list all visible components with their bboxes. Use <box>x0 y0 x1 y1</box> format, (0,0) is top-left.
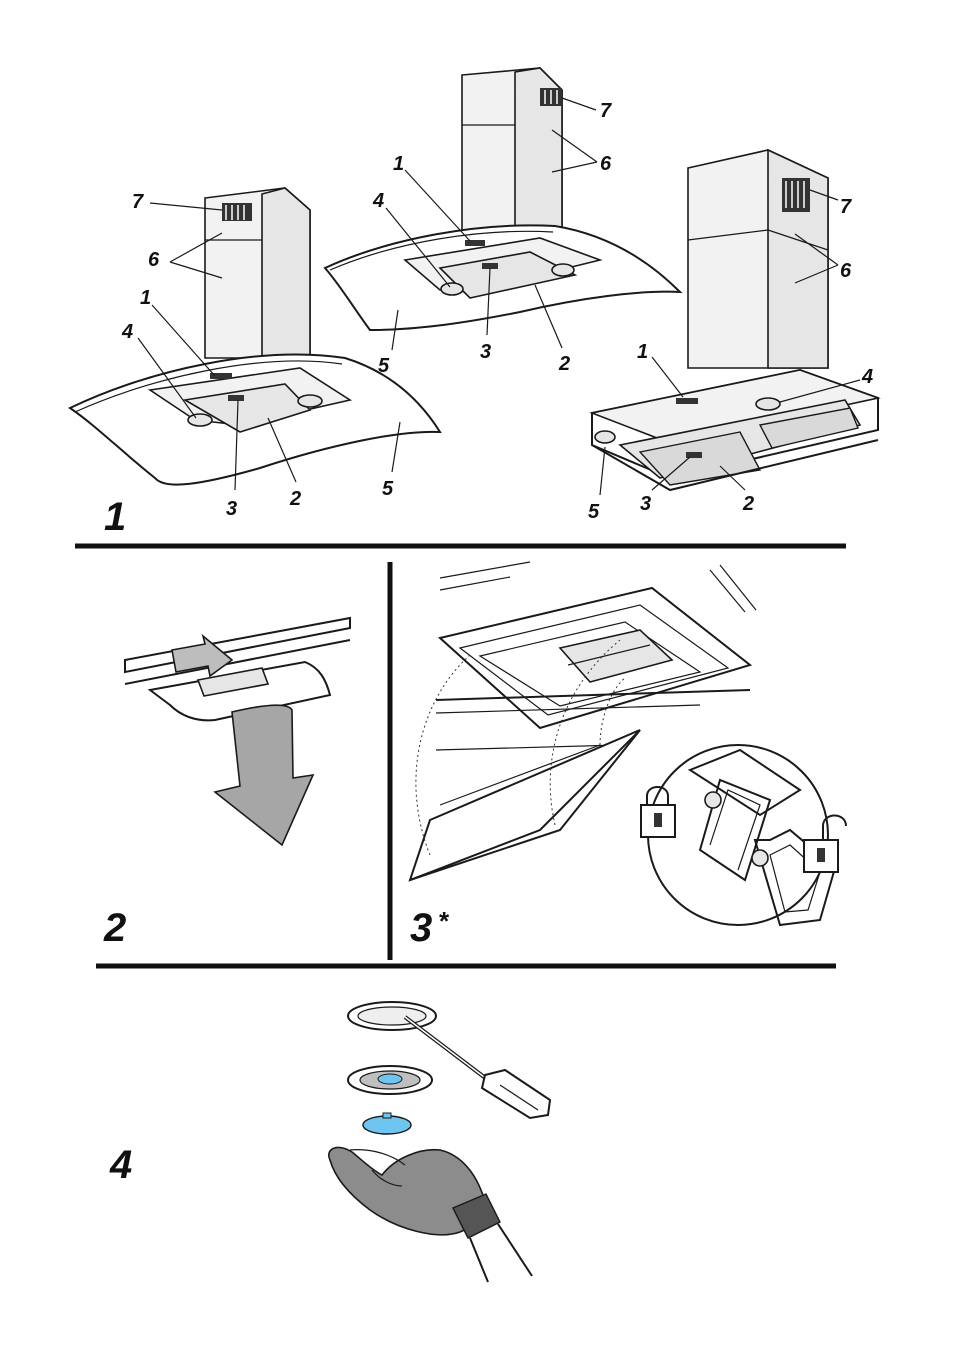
figure-number-2: 2 <box>103 906 126 950</box>
vent-slots-icon <box>222 203 252 221</box>
pull-down-arrow <box>215 705 313 845</box>
gloved-hand-icon <box>329 1147 532 1282</box>
callout-4: 4 <box>861 366 873 388</box>
callout-5: 5 <box>378 355 390 377</box>
callout-2: 2 <box>558 353 570 375</box>
figure-2-push-release <box>125 618 350 845</box>
callout-6: 6 <box>148 249 160 271</box>
callout-1: 1 <box>637 341 648 363</box>
figure-number-3: 3 <box>410 906 432 950</box>
callout-7: 7 <box>132 191 144 213</box>
callout-7: 7 <box>840 196 852 218</box>
callout-3: 3 <box>480 341 491 363</box>
callout-1: 1 <box>393 153 404 175</box>
figure-number-4: 4 <box>109 1143 132 1187</box>
figure-number-1: 1 <box>104 495 126 539</box>
callout-6: 6 <box>600 153 612 175</box>
screwdriver-icon <box>405 1017 550 1118</box>
lamp-cover-icon <box>348 1002 436 1030</box>
callout-7: 7 <box>600 100 612 122</box>
callout-6: 6 <box>840 260 852 282</box>
callout-4: 4 <box>372 190 384 212</box>
callout-5: 5 <box>588 501 600 523</box>
figure-3-filter-removal <box>410 562 846 925</box>
callout-3: 3 <box>640 493 651 515</box>
callout-4: 4 <box>121 321 133 343</box>
callout-2: 2 <box>289 488 301 510</box>
hood-chimney-flat <box>592 150 878 490</box>
lamp-holder-icon <box>348 1066 432 1094</box>
vent-slots-icon <box>540 88 562 106</box>
figure-asterisk: * <box>438 906 450 936</box>
callout-1: 1 <box>140 287 151 309</box>
figure-4-lamp-replacement <box>329 1002 550 1282</box>
vent-slots-icon <box>782 178 810 212</box>
lamp-bulb-icon <box>363 1113 411 1134</box>
callout-5: 5 <box>382 478 394 500</box>
callout-3: 3 <box>226 498 237 520</box>
callout-2: 2 <box>742 493 754 515</box>
